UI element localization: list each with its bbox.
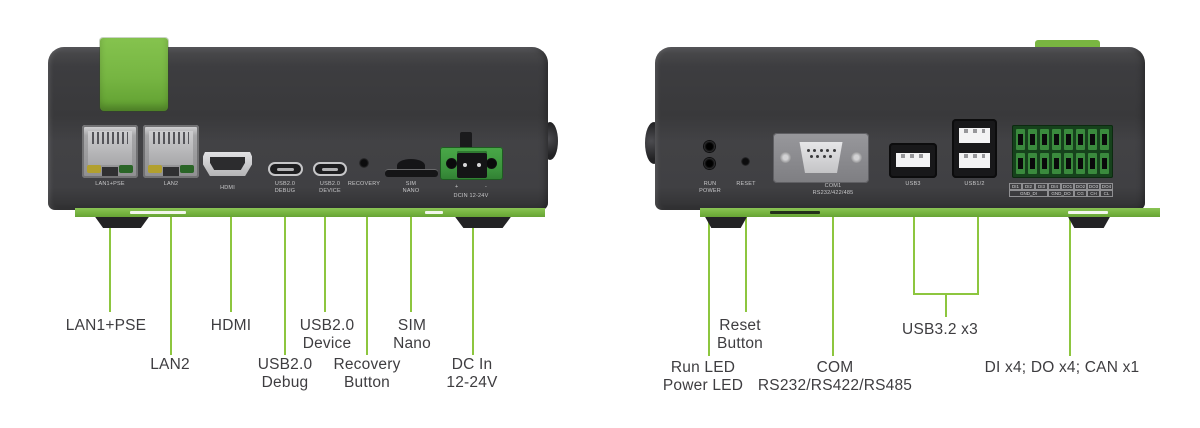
din-rail-clip-edge [1035,40,1100,50]
callout-usb2-device: USB2.0 Device [299,317,355,352]
rj45-pins [153,132,189,144]
device-front-view: RUN POWER RESET COM1 RS232/422/485 [645,38,1160,230]
callout-lan1-pse: LAN1+PSE [65,317,147,334]
hdmi-port-label: HDMI [220,185,235,191]
leader-line-usb-debug [284,166,286,355]
run-led [704,141,715,152]
base-plate [75,208,545,217]
lan1-pse-port [82,125,138,178]
dc-plug-opening [457,151,487,178]
recovery-button-hole [359,158,369,168]
callout-dc-in: DC In 12-24V [446,356,498,391]
com-port-label: COM1 RS232/422/485 [812,183,854,196]
leader-line-reset [745,160,747,312]
run-power-label: RUN POWER [699,181,721,194]
leader-line-usb12 [977,170,979,295]
dc-in-label: DCIN 12-24V [453,193,489,199]
usb-tongue [959,153,990,168]
lan2-port [143,125,199,178]
dc-screw-hole [446,158,457,169]
db9-connector [799,142,843,173]
base-plate [700,208,1160,217]
rj45-latch [102,167,118,176]
sim-slot-label: SIM NANO [402,181,420,194]
usb1-2-port [952,119,997,178]
rj45-latch [163,167,179,176]
lan1-port-label: LAN1+PSE [95,181,125,187]
rj45-pins [92,132,128,144]
dc-in-terminal [440,147,503,180]
device-rear-view: LAN1+PSE LAN2 HDMI USB2.0 DEBUG [48,38,560,230]
dc-polarity-label: + - [455,184,487,190]
callout-dio-can: DI x4; DO x4; CAN x1 [984,359,1140,376]
leader-stem-usb [945,293,947,317]
hdmi-opening [210,157,245,170]
reset-label: RESET [736,181,756,187]
usb2-device-port [313,162,347,176]
din-rail-clip [100,38,168,111]
reset-button-hole [741,157,750,166]
leader-line-recovery [366,160,368,355]
usb2-debug-port [268,162,303,176]
usb1-2-port-label: USB1/2 [964,181,985,187]
leader-line-usb3 [913,172,915,295]
leader-line-io [1069,171,1071,356]
power-led [704,158,715,169]
leader-line-lan1 [109,160,111,312]
callout-run-power-led: Run LED Power LED [662,359,744,394]
dc-screw-hole [486,158,497,169]
callout-com: COM RS232/RS422/RS485 [757,359,913,394]
usb3-port [889,143,937,178]
usb3-port-label: USB3 [905,181,921,187]
db9-screw [851,152,862,163]
callout-sim-nano: SIM Nano [393,317,431,352]
io-terminal-legend: DI1 DI2 DI3 DI4 DO1 DO2 DO3 DO4 GND_DI G… [1009,183,1113,197]
callout-usb32: USB3.2 x3 [902,321,978,338]
device-body: RUN POWER RESET COM1 RS232/422/485 [655,47,1145,210]
hdmi-port [203,152,252,176]
db9-screw [780,152,791,163]
lan-led-green [119,165,133,173]
leader-line-run-power [708,165,710,356]
com-port [773,133,869,183]
leader-line-usb-device [324,166,326,312]
lan2-port-label: LAN2 [163,181,179,187]
callout-recovery-button: Recovery Button [333,356,401,391]
lan-led-yellow [148,165,162,173]
usb-tongue [896,153,930,167]
lan-led-yellow [87,165,101,173]
sim-nano-slot [385,159,438,177]
usb2-device-port-label: USB2.0 DEVICE [319,181,341,194]
leader-line-sim [410,168,412,312]
callout-lan2: LAN2 [150,356,190,373]
io-terminal-block [1012,125,1113,178]
callout-hdmi: HDMI [210,317,252,334]
lan-led-green [180,165,194,173]
leader-line-hdmi [230,158,232,312]
usb2-debug-port-label: USB2.0 DEBUG [274,181,296,194]
callout-usb2-debug: USB2.0 Debug [257,356,313,391]
usb-tongue [959,128,990,143]
recovery-label: RECOVERY [347,181,381,187]
leader-line-com [832,167,834,356]
callout-reset-button: Reset Button [716,317,764,352]
leader-line-dc [472,160,474,355]
leader-line-lan2 [170,163,172,355]
